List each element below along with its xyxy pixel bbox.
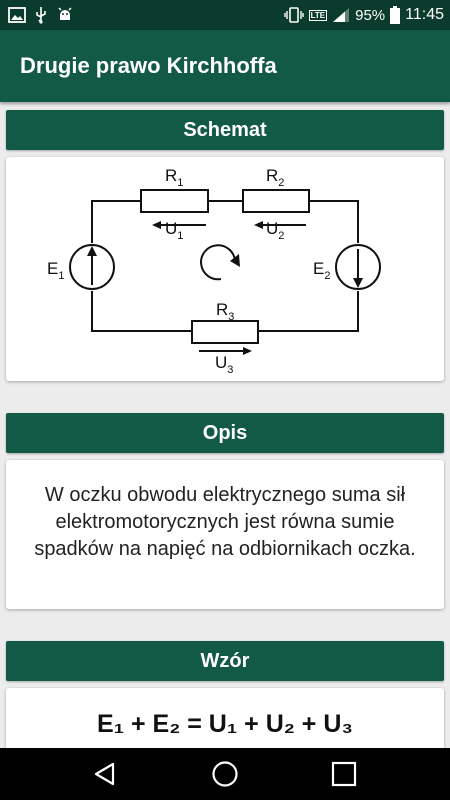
section-header-opis: Opis xyxy=(6,413,444,453)
label-r2: R2 xyxy=(266,166,284,189)
recents-icon xyxy=(331,761,357,787)
label-r3: R3 xyxy=(216,300,234,323)
circuit-card: R1 R2 R3 U1 U2 U3 E1 E2 xyxy=(6,157,444,381)
app-bar: Drugie prawo Kirchhoffa xyxy=(0,30,450,102)
label-u2: U2 xyxy=(266,219,284,242)
image-icon xyxy=(8,7,26,23)
description-text: W oczku obwodu elektrycznego suma sił el… xyxy=(34,484,416,560)
label-r1: R1 xyxy=(165,166,183,189)
loop-direction-icon xyxy=(200,244,236,281)
battery-percent: 95% xyxy=(355,6,386,24)
status-bar: LTE 95% 11:45 xyxy=(0,0,450,30)
status-notifications xyxy=(8,6,74,24)
source-e1 xyxy=(69,244,115,290)
formula-text: E₁ + E₂ = U₁ + U₂ + U₃ xyxy=(97,710,353,738)
section-title: Wzór xyxy=(200,649,250,672)
back-button[interactable] xyxy=(75,748,135,800)
resistor-r3 xyxy=(191,320,259,344)
recents-button[interactable] xyxy=(314,748,374,800)
usb-icon xyxy=(36,7,46,24)
network-type-label: LTE xyxy=(308,9,328,21)
status-system: LTE 95% 11:45 xyxy=(283,6,444,24)
back-icon xyxy=(94,762,115,786)
vibrate-icon xyxy=(283,7,304,23)
label-u1: U1 xyxy=(165,219,183,242)
home-button[interactable] xyxy=(195,748,255,800)
battery-icon xyxy=(390,6,401,24)
app-title: Drugie prawo Kirchhoffa xyxy=(20,53,277,78)
section-title: Schemat xyxy=(183,118,267,141)
circuit-diagram: R1 R2 R3 U1 U2 U3 E1 E2 xyxy=(47,166,381,376)
section-header-wzor: Wzór xyxy=(6,641,444,681)
description-card: W oczku obwodu elektrycznego suma sił el… xyxy=(6,460,444,609)
source-e2 xyxy=(335,244,381,290)
android-debug-icon xyxy=(58,7,72,20)
label-e1: E1 xyxy=(47,259,64,282)
signal-icon xyxy=(333,8,350,22)
home-icon xyxy=(212,761,238,787)
resistor-r1 xyxy=(140,189,209,213)
clock: 11:45 xyxy=(405,6,444,23)
label-u3: U3 xyxy=(215,353,233,376)
resistor-r2 xyxy=(242,189,310,213)
section-title: Opis xyxy=(202,421,248,444)
navigation-bar xyxy=(0,748,450,800)
label-e2: E2 xyxy=(313,259,330,282)
section-header-schemat: Schemat xyxy=(6,110,444,150)
